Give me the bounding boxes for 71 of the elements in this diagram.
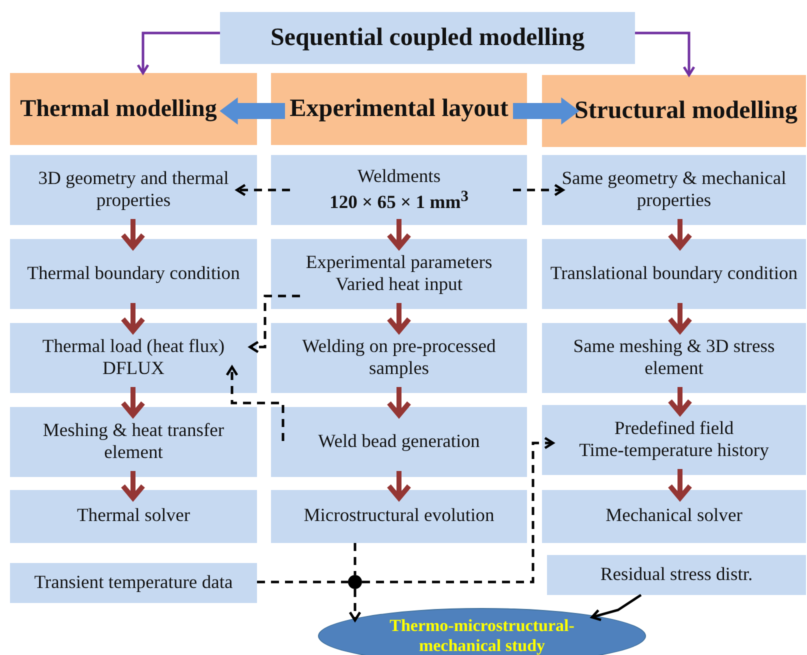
arrow — [120, 219, 146, 250]
process-box — [10, 490, 257, 543]
block-arrow — [513, 97, 580, 125]
box-label: Same meshing & 3D stress element — [572, 336, 776, 380]
arrow — [386, 303, 412, 334]
box-label: Thermo-microstructural-mechanical study — [388, 616, 576, 655]
title-box — [220, 12, 635, 64]
process-box — [542, 405, 806, 475]
arrow — [386, 387, 412, 418]
arrow — [386, 219, 412, 250]
box-detail: DFLUX — [102, 358, 164, 380]
box-label: Sequential coupled modelling — [270, 23, 584, 53]
box-heading: Predefined field — [614, 418, 734, 440]
arrow — [668, 219, 692, 250]
box-label: Microstructural evolution — [304, 505, 494, 528]
box-label: Experimental layout — [290, 94, 508, 124]
process-box — [271, 239, 527, 309]
process-box — [10, 323, 257, 393]
arrow — [136, 32, 220, 74]
header-box — [10, 73, 257, 145]
arrow — [590, 594, 642, 622]
arrow — [236, 184, 290, 196]
process-box — [10, 239, 257, 309]
box-label: Thermal modelling — [20, 94, 217, 124]
arrow — [362, 436, 554, 584]
box-label: Meshing & heat transfer element — [42, 420, 226, 464]
box-label: Transient temperature data — [34, 572, 233, 594]
box-label: Thermal solver — [76, 505, 190, 528]
box-detail: 120 × 65 × 1 mm$^{3}$ — [330, 188, 468, 214]
process-box — [10, 563, 257, 603]
connector-line — [354, 543, 356, 575]
process-box — [271, 323, 527, 393]
arrow — [348, 589, 362, 622]
process-box — [10, 407, 257, 477]
arrow — [120, 387, 146, 418]
box-label: Welding on pre-processed samples — [301, 336, 497, 380]
box-label: Weld bead generation — [318, 430, 480, 454]
process-box — [542, 155, 806, 225]
process-box — [271, 490, 527, 543]
box-heading: Weldments — [357, 166, 441, 188]
header-box — [271, 73, 527, 145]
process-box — [10, 155, 257, 225]
block-arrow — [220, 97, 285, 125]
box-label: Translational boundary condition — [550, 262, 798, 286]
process-box — [271, 155, 527, 225]
arrow — [635, 32, 696, 76]
process-box — [542, 239, 806, 309]
header-box — [542, 75, 806, 147]
process-box — [547, 555, 806, 595]
connector-line — [257, 580, 348, 584]
box-label: Structural modelling — [574, 96, 798, 126]
arrow — [386, 471, 412, 500]
box-label: 3D geometry and thermal properties — [37, 168, 230, 212]
arrow — [668, 469, 692, 500]
process-box — [542, 490, 806, 543]
process-box — [542, 323, 806, 393]
box-heading: Experimental parameters — [306, 252, 492, 274]
arrow — [120, 471, 146, 500]
box-heading: Thermal load (heat flux) — [42, 336, 225, 358]
arrow — [668, 387, 692, 416]
arrow — [513, 184, 564, 196]
box-detail: Time-temperature history — [579, 440, 769, 462]
arrow — [120, 303, 146, 334]
box-label: Residual stress distr. — [600, 564, 753, 586]
box-label: Thermal boundary condition — [27, 262, 240, 286]
box-label: Mechanical solver — [606, 505, 742, 528]
junction-dot — [348, 575, 362, 589]
box-label: Same geometry & mechanical properties — [560, 168, 788, 212]
process-box — [271, 407, 527, 477]
arrow — [668, 303, 692, 334]
box-detail: Varied heat input — [335, 274, 462, 296]
